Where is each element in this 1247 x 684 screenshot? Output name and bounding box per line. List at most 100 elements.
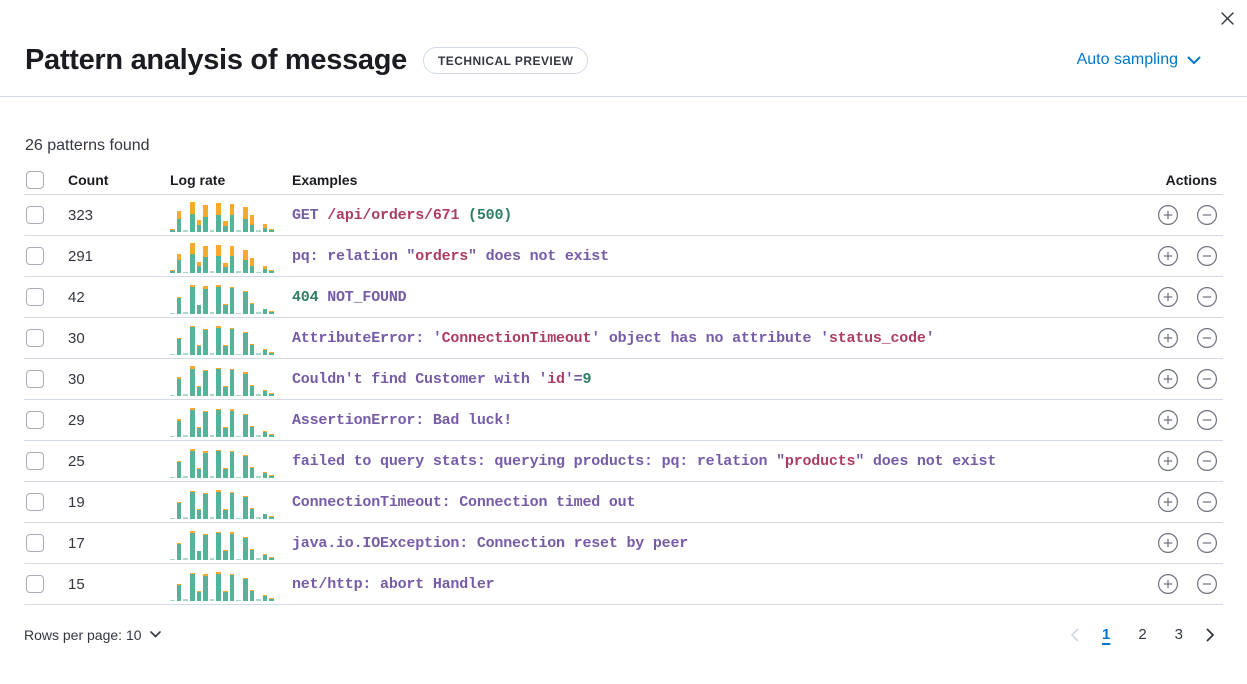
pattern-count: 19 [68, 493, 85, 511]
filter-out-pattern-button[interactable] [1196, 450, 1218, 472]
column-header-count: Count [68, 172, 109, 188]
minus-circle-icon [1197, 451, 1217, 471]
row-checkbox[interactable] [26, 493, 44, 511]
chevron-down-icon [1187, 56, 1201, 64]
row-checkbox[interactable] [26, 288, 44, 306]
filter-out-pattern-button[interactable] [1196, 409, 1218, 431]
filter-out-pattern-button[interactable] [1196, 532, 1218, 554]
filter-for-pattern-button[interactable] [1157, 327, 1179, 349]
filter-out-pattern-button[interactable] [1196, 573, 1218, 595]
filter-for-pattern-button[interactable] [1157, 491, 1179, 513]
page-2-button[interactable]: 2 [1131, 624, 1153, 645]
minus-circle-icon [1197, 328, 1217, 348]
flyout-header: Pattern analysis of message TECHNICAL PR… [0, 0, 1247, 96]
table-row: 323 GET /api/orders/671 (500) [24, 195, 1223, 236]
row-checkbox[interactable] [26, 411, 44, 429]
row-checkbox[interactable] [26, 370, 44, 388]
page-title: Pattern analysis of message [25, 43, 407, 76]
actions-cell [1127, 327, 1223, 349]
column-header-examples: Examples [292, 172, 358, 188]
plus-circle-icon [1158, 287, 1178, 307]
minus-circle-icon [1197, 574, 1217, 594]
select-all-checkbox[interactable] [26, 171, 44, 189]
page-1-button[interactable]: 1 [1095, 624, 1117, 645]
plus-circle-icon [1158, 451, 1178, 471]
example-message: java.io.IOException: Connection reset by… [292, 534, 689, 552]
chevron-down-icon [149, 631, 161, 638]
log-rate-cell [170, 527, 292, 560]
example-message: Couldn't find Customer with 'id'=9 [292, 370, 592, 388]
row-checkbox[interactable] [26, 575, 44, 593]
filter-for-pattern-button[interactable] [1157, 573, 1179, 595]
pattern-count: 30 [68, 329, 85, 347]
rows-per-page-label: Rows per page: 10 [24, 626, 142, 643]
row-checkbox[interactable] [26, 206, 44, 224]
filter-out-pattern-button[interactable] [1196, 204, 1218, 226]
log-rate-cell [170, 281, 292, 314]
filter-for-pattern-button[interactable] [1157, 532, 1179, 554]
patterns-found-count: 26 patterns found [25, 137, 150, 154]
example-message: AttributeError: 'ConnectionTimeout' obje… [292, 329, 935, 347]
example-message: pq: relation "orders" does not exist [292, 247, 609, 265]
actions-cell [1127, 368, 1223, 390]
log-rate-sparkline [170, 201, 274, 232]
checkbox-cell [24, 534, 68, 552]
log-rate-cell [170, 322, 292, 355]
log-rate-sparkline [170, 489, 274, 519]
plus-circle-icon [1158, 574, 1178, 594]
close-button[interactable] [1213, 4, 1241, 32]
log-rate-sparkline [170, 325, 274, 355]
pattern-count: 42 [68, 288, 85, 306]
sampling-label: Auto sampling [1076, 51, 1178, 68]
filter-out-pattern-button[interactable] [1196, 327, 1218, 349]
checkbox-cell [24, 493, 68, 511]
row-checkbox[interactable] [26, 247, 44, 265]
row-checkbox[interactable] [26, 329, 44, 347]
filter-for-pattern-button[interactable] [1157, 409, 1179, 431]
example-message: AssertionError: Bad luck! [292, 411, 513, 429]
example-message: ConnectionTimeout: Connection timed out [292, 493, 636, 511]
row-checkbox[interactable] [26, 452, 44, 470]
page-3-button[interactable]: 3 [1168, 624, 1190, 645]
table-row: 29 AssertionError: Bad luck! [24, 400, 1223, 441]
filter-for-pattern-button[interactable] [1157, 368, 1179, 390]
actions-cell [1127, 573, 1223, 595]
minus-circle-icon [1197, 533, 1217, 553]
filter-for-pattern-button[interactable] [1157, 450, 1179, 472]
filter-for-pattern-button[interactable] [1157, 204, 1179, 226]
checkbox-cell [24, 370, 68, 388]
actions-cell [1127, 491, 1223, 513]
actions-cell [1127, 286, 1223, 308]
minus-circle-icon [1197, 287, 1217, 307]
close-icon [1220, 11, 1234, 25]
filter-out-pattern-button[interactable] [1196, 245, 1218, 267]
filter-out-pattern-button[interactable] [1196, 368, 1218, 390]
log-rate-sparkline [170, 407, 274, 437]
filter-out-pattern-button[interactable] [1196, 286, 1218, 308]
pattern-count: 323 [68, 206, 94, 224]
checkbox-cell [24, 575, 68, 593]
rows-per-page-button[interactable]: Rows per page: 10 [24, 627, 161, 643]
previous-page-button[interactable] [1068, 626, 1081, 644]
example-message: GET /api/orders/671 (500) [292, 206, 513, 224]
sampling-dropdown-button[interactable]: Auto sampling [1077, 51, 1201, 69]
filter-out-pattern-button[interactable] [1196, 491, 1218, 513]
row-checkbox[interactable] [26, 534, 44, 552]
filter-for-pattern-button[interactable] [1157, 286, 1179, 308]
checkbox-cell [24, 411, 68, 429]
log-rate-sparkline [170, 448, 274, 478]
select-all-cell [24, 171, 68, 189]
checkbox-cell [24, 452, 68, 470]
pattern-count: 29 [68, 411, 85, 429]
next-page-button[interactable] [1204, 626, 1217, 644]
table-row: 19 ConnectionTimeout: Connection timed ou… [24, 482, 1223, 523]
filter-for-pattern-button[interactable] [1157, 245, 1179, 267]
log-rate-cell [170, 486, 292, 519]
